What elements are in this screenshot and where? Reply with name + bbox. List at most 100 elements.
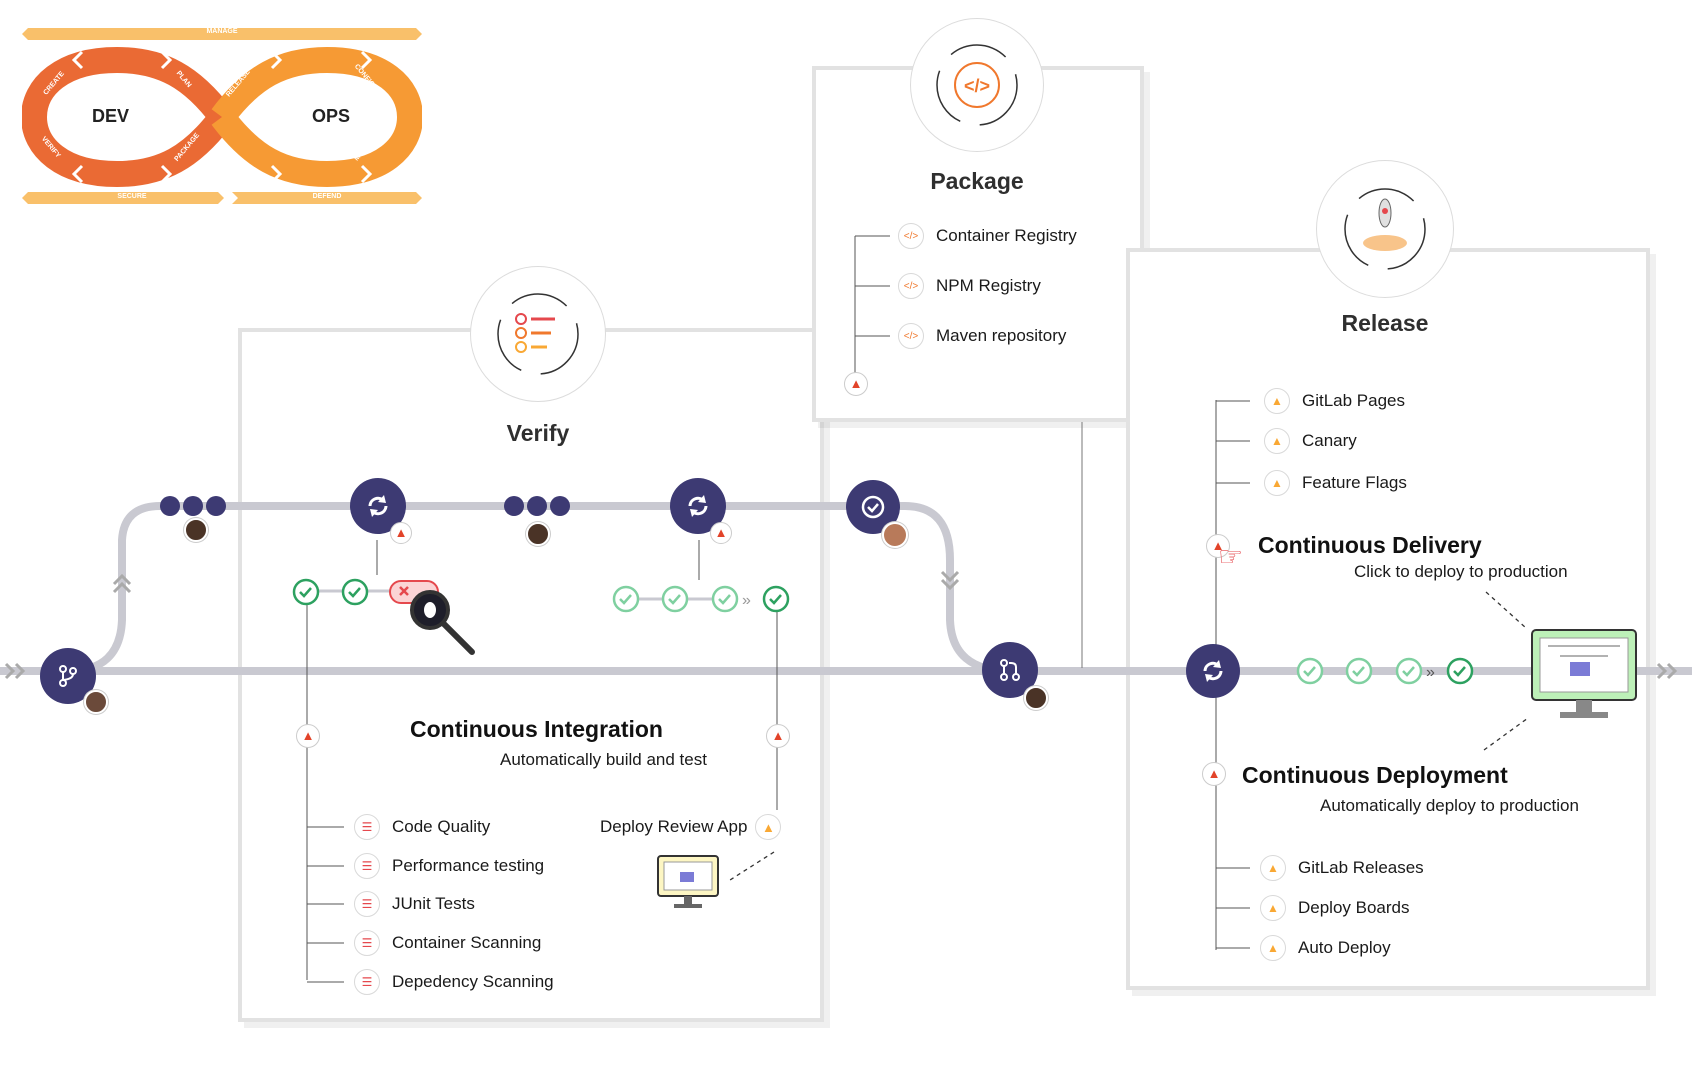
bug-search-icon <box>408 588 478 658</box>
item-label: Code Quality <box>392 817 491 836</box>
sync-icon <box>1203 660 1223 682</box>
ops-label: OPS <box>312 106 351 126</box>
check-circle-icon <box>861 495 885 519</box>
deployment-heading: Continuous Deployment <box>1242 762 1508 788</box>
terminal-icon[interactable] <box>550 496 570 516</box>
item-label: Deploy Boards <box>1298 898 1410 917</box>
package-item-maven-repository[interactable]: </> Maven repository <box>898 323 1066 349</box>
verify-item-performance-testing[interactable]: ☰ Performance testing <box>354 853 544 879</box>
click-hand-icon: ☞ <box>1218 541 1244 572</box>
item-label: NPM Registry <box>936 276 1041 295</box>
code-icon: </> <box>898 223 924 249</box>
rocket-icon: ▲ <box>755 814 782 840</box>
devops-loop-graphic <box>20 28 424 204</box>
sync-icon <box>688 495 708 517</box>
devops-loop: MANAGE SECURE DEFEND DEV OPS CREATE PLAN… <box>20 22 424 208</box>
release-title: Release <box>1341 310 1429 336</box>
avatar-group <box>882 522 908 548</box>
item-label: Maven repository <box>936 326 1067 345</box>
package-item-container-registry[interactable]: </> Container Registry <box>898 223 1077 249</box>
rocket-icon: ▲ <box>1260 855 1286 881</box>
gitlab-runner-icon: ▲ <box>296 724 320 748</box>
avatar <box>1024 686 1048 710</box>
verify-title: Verify <box>506 420 570 446</box>
verify-item-junit-tests[interactable]: ☰ JUnit Tests <box>354 891 475 917</box>
avatar <box>84 690 108 714</box>
terminal-icon[interactable] <box>206 496 226 516</box>
release-badge <box>1316 160 1454 298</box>
sync-icon <box>368 495 388 517</box>
verify-item-code-quality[interactable]: ☰ Code Quality <box>354 814 490 840</box>
checklist-icon: ☰ <box>354 969 380 995</box>
release-item-gitlab-releases[interactable]: ▲ GitLab Releases <box>1260 855 1424 881</box>
ci-subheading: Automatically build and test <box>500 750 707 769</box>
avatar <box>184 518 208 542</box>
release-pipeline-node[interactable] <box>1186 644 1240 698</box>
item-label: GitLab Pages <box>1302 391 1406 410</box>
rocket-icon: ▲ <box>1264 428 1290 454</box>
svg-text:</>: </> <box>964 76 990 96</box>
checklist-icon: ☰ <box>354 891 380 917</box>
gitlab-runner-icon: ▲ <box>1206 534 1230 558</box>
item-label: Feature Flags <box>1302 473 1407 492</box>
check-chain-3: » <box>1296 657 1480 685</box>
manage-label: MANAGE <box>206 28 238 35</box>
defend-label: DEFEND <box>312 193 342 200</box>
code-icon: </> <box>898 323 924 349</box>
gitlab-runner-icon: ▲ <box>710 522 732 544</box>
item-label: Auto Deploy <box>1298 938 1391 957</box>
branch-icon <box>59 665 77 687</box>
commit-icon[interactable] <box>160 496 180 516</box>
item-label: Depedency Scanning <box>392 972 554 991</box>
item-label: Container Registry <box>936 226 1077 245</box>
avatar <box>526 522 550 546</box>
cd-heading: Continuous Delivery <box>1258 532 1482 558</box>
commit-group-1 <box>160 496 226 516</box>
package-item-npm-registry[interactable]: </> NPM Registry <box>898 273 1041 299</box>
commit-group-2 <box>504 496 570 516</box>
item-label: Deploy Review App <box>600 817 748 836</box>
commit-icon[interactable] <box>504 496 524 516</box>
production-monitor-icon[interactable] <box>1530 628 1638 724</box>
release-item-canary[interactable]: ▲ Canary <box>1264 428 1357 454</box>
item-label: Canary <box>1302 431 1357 450</box>
rocket-icon: ▲ <box>1260 895 1286 921</box>
rocket-icon: ▲ <box>1264 470 1290 496</box>
gitlab-runner-icon: ▲ <box>844 372 868 396</box>
commit-icon[interactable] <box>183 496 203 516</box>
dev-label: DEV <box>92 106 130 126</box>
package-title: Package <box>930 168 1024 194</box>
item-label: GitLab Releases <box>1298 858 1424 877</box>
verify-badge <box>470 266 606 402</box>
checklist-icon: ☰ <box>354 930 380 956</box>
item-label: Container Scanning <box>392 933 542 952</box>
item-label: Performance testing <box>392 856 545 875</box>
cd-subheading: Click to deploy to production <box>1354 562 1568 581</box>
rocket-icon: ▲ <box>1260 935 1286 961</box>
gitlab-runner-icon: ▲ <box>390 522 412 544</box>
ci-heading: Continuous Integration <box>410 716 663 742</box>
release-item-gitlab-pages[interactable]: ▲ GitLab Pages <box>1264 388 1405 414</box>
checklist-icon: ☰ <box>354 853 380 879</box>
svg-text:»: » <box>742 592 751 609</box>
code-icon: </> <box>936 44 1018 126</box>
deployment-subheading: Automatically deploy to production <box>1320 796 1579 815</box>
verify-item-container-scanning[interactable]: ☰ Container Scanning <box>354 930 541 956</box>
review-app-monitor-icon <box>656 854 720 912</box>
package-badge: </> <box>910 18 1044 152</box>
release-item-feature-flags[interactable]: ▲ Feature Flags <box>1264 470 1407 496</box>
release-item-auto-deploy[interactable]: ▲ Auto Deploy <box>1260 935 1391 961</box>
secure-label: SECURE <box>117 193 147 200</box>
deploy-review-app[interactable]: Deploy Review App ▲ <box>600 814 782 840</box>
rocket-icon: ▲ <box>1264 388 1290 414</box>
merge-request-icon <box>1000 659 1020 681</box>
checklist-icon <box>497 293 579 375</box>
commit-icon[interactable] <box>527 496 547 516</box>
release-item-deploy-boards[interactable]: ▲ Deploy Boards <box>1260 895 1410 921</box>
verify-item-dependency-scanning[interactable]: ☰ Depedency Scanning <box>354 969 554 995</box>
rocket-icon <box>1344 188 1426 270</box>
item-label: JUnit Tests <box>392 894 475 913</box>
release-panel <box>1126 248 1650 990</box>
code-icon: </> <box>898 273 924 299</box>
svg-text:»: » <box>1426 664 1435 681</box>
